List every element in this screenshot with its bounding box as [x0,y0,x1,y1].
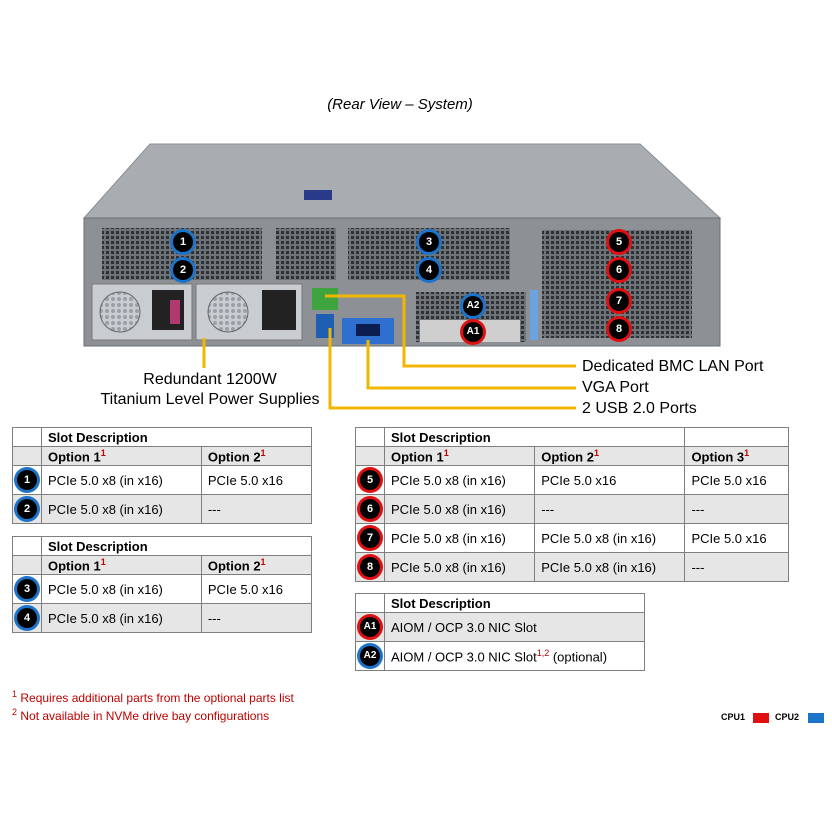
table-cell: PCIe 5.0 x8 (in x16) [383,494,536,524]
slot-badge-3: 3 [419,232,439,252]
table-cell: PCIe 5.0 x8 (in x16) [383,552,536,582]
table-cell: PCIe 5.0 x8 (in x16) [383,465,536,495]
legend-cpu2-label: CPU2 [775,712,800,722]
table-cell: --- [200,603,313,633]
slot-badge-8: 8 [609,319,629,339]
table-row: A1 AIOM / OCP 3.0 NIC Slot [355,612,645,642]
table-cell: PCIe 5.0 x8 (in x16) [383,523,536,553]
table-cell: PCIe 5.0 x8 (in x16) [534,523,686,553]
table-cell: PCIe 5.0 x16 [684,465,789,495]
slot-badge-8: 8 [360,557,380,577]
column-header: Option 21 [200,555,313,575]
legend-cpu1-swatch [753,713,769,723]
page-title: (Rear View – System) [327,96,473,113]
legend-cpu2-swatch [808,713,824,723]
footnote-1: 1 Requires additional parts from the opt… [12,689,294,705]
table-header-empty [684,427,789,447]
callout-power-supplies: Redundant 1200W Titanium Level Power Sup… [100,371,320,408]
table-cell: PCIe 5.0 x8 (in x16) [534,552,686,582]
table-header: Slot Description [41,536,312,556]
table-corner [355,427,385,447]
table-cell: --- [684,494,789,524]
table-row: 1 PCIe 5.0 x8 (in x16) PCIe 5.0 x16 [12,465,313,495]
slot-badge-5: 5 [609,232,629,252]
slot-badge-4: 4 [17,608,37,628]
table-header: Slot Description [384,593,645,613]
table-cell: AIOM / OCP 3.0 NIC Slot [384,612,645,642]
table-row: 2 PCIe 5.0 x8 (in x16) --- [12,494,313,524]
slot-badge-2: 2 [173,260,193,280]
slot-table-aiom: Slot Description A1 AIOM / OCP 3.0 NIC S… [355,593,645,671]
table-row: 6 PCIe 5.0 x8 (in x16) --- --- [355,494,789,524]
column-header: Option 11 [41,446,202,466]
table-row: 8 PCIe 5.0 x8 (in x16) PCIe 5.0 x8 (in x… [355,552,789,582]
table-corner [12,427,42,447]
table-cell: PCIe 5.0 x16 [684,523,789,553]
table-cell: PCIe 5.0 x16 [200,574,313,604]
table-cell: PCIe 5.0 x8 (in x16) [41,494,202,524]
table-corner [355,593,385,613]
slot-table-3-4: Slot Description Option 11 Option 21 3 P… [12,536,313,633]
table-cell: PCIe 5.0 x16 [534,465,686,495]
table-cell: PCIe 5.0 x8 (in x16) [41,465,202,495]
table-corner [12,446,42,466]
slot-badge-1: 1 [17,470,37,490]
column-header: Option 21 [534,446,686,466]
slot-badge-a2: A2 [463,296,483,316]
slot-badge-a1: A1 [360,617,380,637]
slot-badge-2: 2 [17,499,37,519]
table-row: 3 PCIe 5.0 x8 (in x16) PCIe 5.0 x16 [12,574,313,604]
slot-table-1-2: Slot Description Option 11 Option 21 1 P… [12,427,313,524]
callout-usb: 2 USB 2.0 Ports [582,400,697,417]
table-corner [12,536,42,556]
column-header: Option 11 [41,555,202,575]
column-header: Option 31 [684,446,789,466]
table-corner [12,555,42,575]
table-cell: --- [534,494,686,524]
callout-vga: VGA Port [582,379,649,396]
table-cell: PCIe 5.0 x16 [200,465,313,495]
table-cell: PCIe 5.0 x8 (in x16) [41,574,202,604]
slot-badge-1: 1 [173,232,193,252]
table-header: Slot Description [41,427,312,447]
legend-cpu1-label: CPU1 [721,712,746,722]
table-row: 7 PCIe 5.0 x8 (in x16) PCIe 5.0 x8 (in x… [355,523,789,553]
slot-badge-7: 7 [609,291,629,311]
slot-table-5-8: Slot Description Option 11 Option 21 Opt… [355,427,789,582]
slot-badge-6: 6 [360,499,380,519]
table-row: 5 PCIe 5.0 x8 (in x16) PCIe 5.0 x16 PCIe… [355,465,789,495]
callout-bmc-lan: Dedicated BMC LAN Port [582,358,764,375]
slot-badge-5: 5 [360,470,380,490]
table-row: 4 PCIe 5.0 x8 (in x16) --- [12,603,313,633]
table-corner [355,446,385,466]
slot-badge-3: 3 [17,579,37,599]
table-cell: --- [684,552,789,582]
footnote-2: 2 Not available in NVMe drive bay config… [12,707,270,723]
slot-badge-a1: A1 [463,322,483,342]
slot-badge-6: 6 [609,260,629,280]
column-header: Option 11 [383,446,536,466]
table-cell: --- [200,494,313,524]
table-header: Slot Description [383,427,686,447]
table-row: A2 AIOM / OCP 3.0 NIC Slot1,2 (optional) [355,641,645,671]
table-cell: AIOM / OCP 3.0 NIC Slot1,2 (optional) [384,641,645,671]
slot-badge-a2: A2 [360,646,380,666]
slot-badge-7: 7 [360,528,380,548]
column-header: Option 21 [200,446,313,466]
slot-badge-4: 4 [419,260,439,280]
table-cell: PCIe 5.0 x8 (in x16) [41,603,202,633]
